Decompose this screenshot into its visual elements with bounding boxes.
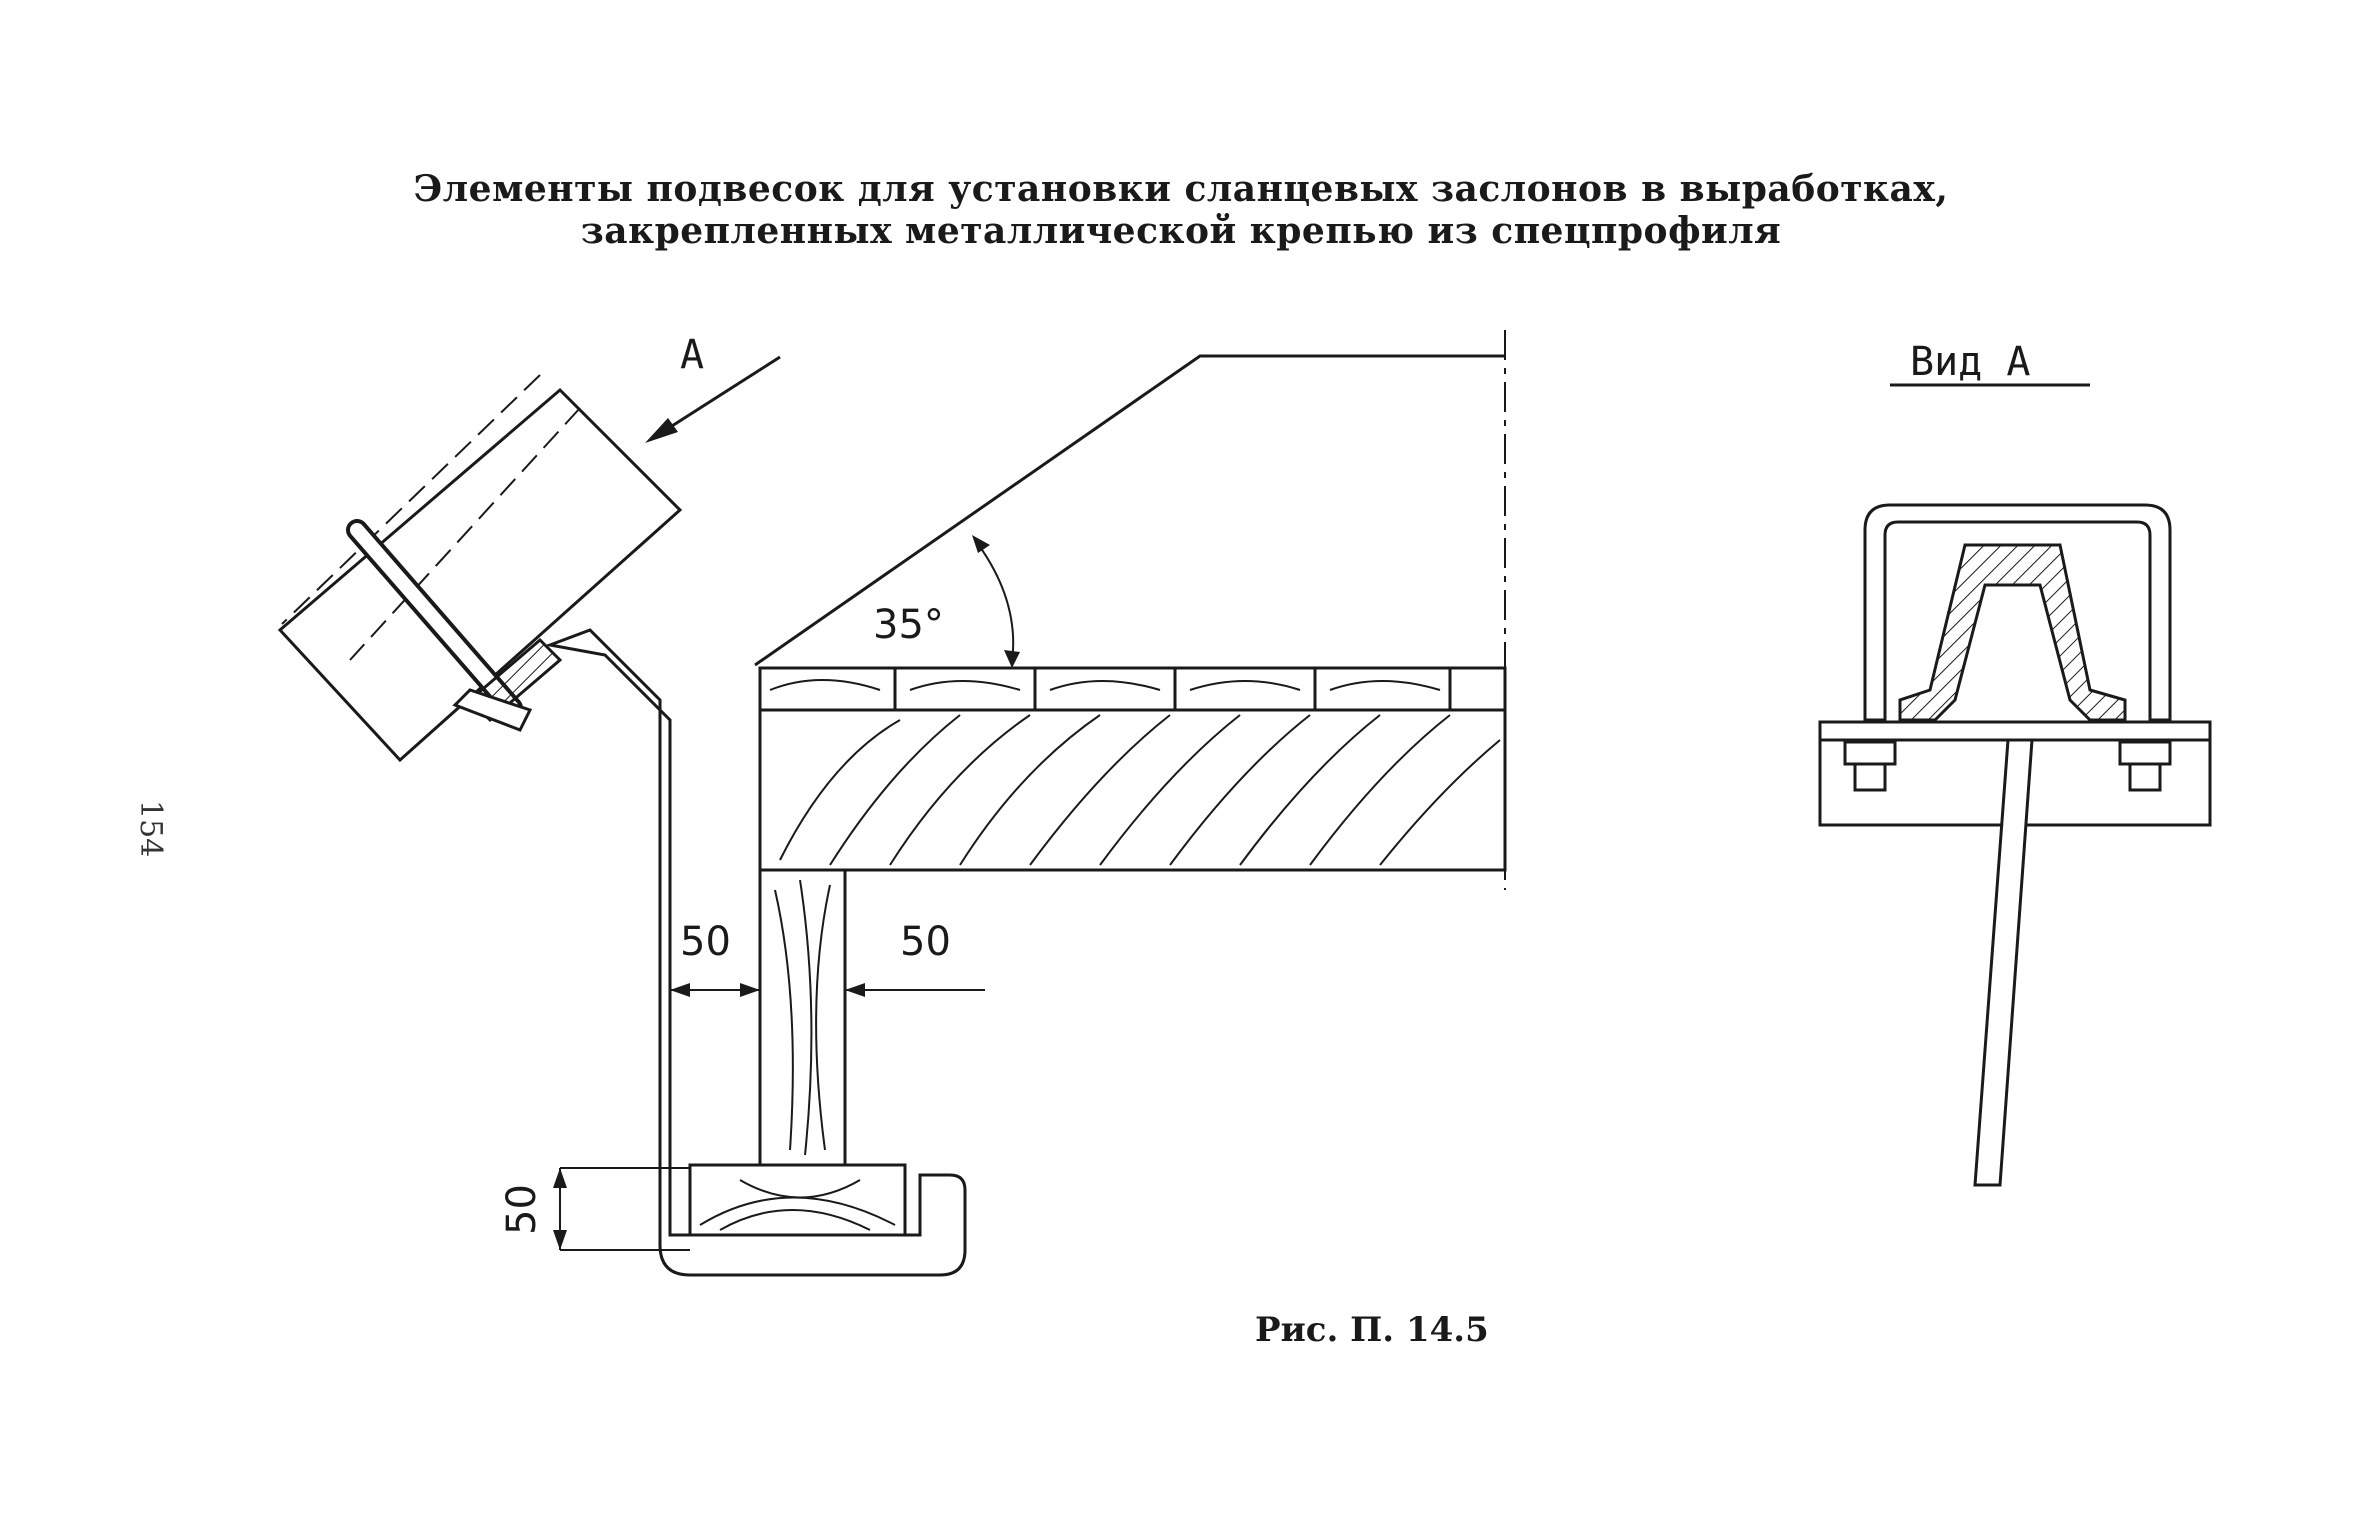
view-a-detail	[1818, 503, 2212, 1187]
angle-label: 35°	[873, 602, 944, 648]
wood-grain	[699, 679, 1501, 1231]
view-a-title: Вид А	[1910, 339, 2030, 385]
view-marker-label: А	[680, 332, 704, 378]
dim-vertical-label: 50	[499, 1184, 545, 1235]
suspension-rod	[346, 519, 523, 719]
angle-indicator	[972, 535, 1020, 668]
dimension-arrows	[553, 983, 865, 1250]
clamp-plate	[452, 637, 563, 732]
hanger-hook	[544, 628, 967, 1277]
title-line-1: Элементы подвесок для установки сланцевы…	[413, 168, 1949, 210]
dim-right-label: 50	[900, 919, 951, 965]
figure-caption: Рис. П. 14.5	[1255, 1310, 1489, 1350]
dim-left-label: 50	[680, 919, 731, 965]
title-line-2: закрепленных металлической крепью из спе…	[580, 210, 1782, 252]
view-arrow	[645, 355, 781, 443]
page-title: Элементы подвесок для установки сланцевы…	[0, 168, 2362, 252]
